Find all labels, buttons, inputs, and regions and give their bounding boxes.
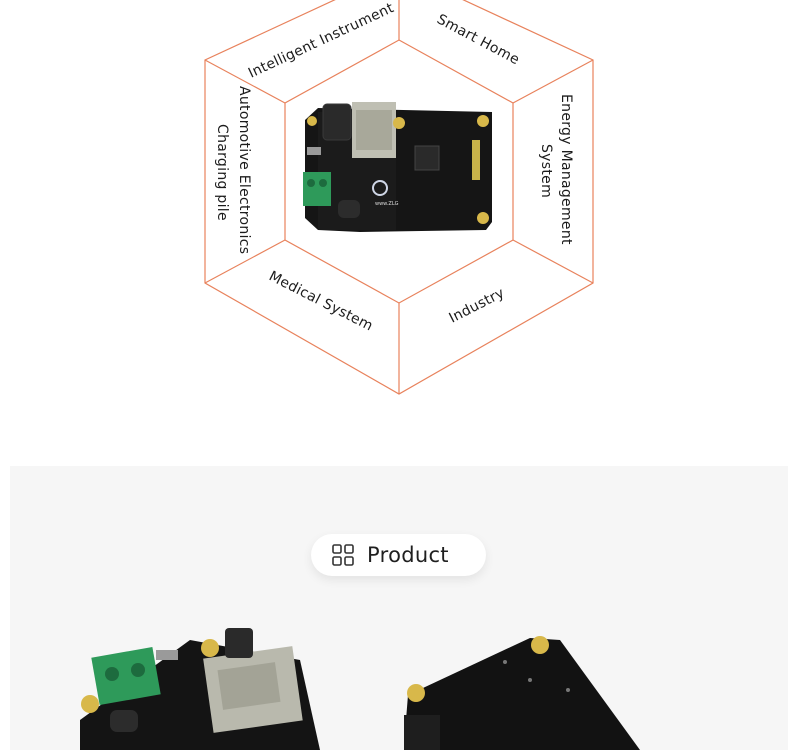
- board-silkscreen: www.ZLG: [375, 201, 399, 207]
- product-photo-back: [404, 636, 640, 750]
- product-title-pill: Product: [311, 534, 486, 576]
- product-photos: [80, 628, 640, 750]
- board-illustration: www.ZLG: [303, 102, 492, 232]
- application-hexagon: www.ZLG Intelligent Instrument Smart Hom…: [204, 0, 594, 395]
- grid-squares-icon: [332, 544, 354, 566]
- label-automotive-electronics: Automotive Electronics: [236, 86, 252, 254]
- product-title: Product: [367, 543, 449, 567]
- label-industry: Industry: [447, 285, 508, 326]
- label-energy-management: Energy Management: [558, 94, 574, 245]
- spokes: [204, 0, 594, 394]
- label-energy-management-system: System: [538, 144, 554, 198]
- product-photo-front: [80, 628, 320, 750]
- label-smart-home: Smart Home: [434, 11, 522, 68]
- label-charging-pile: Charging pile: [214, 124, 230, 221]
